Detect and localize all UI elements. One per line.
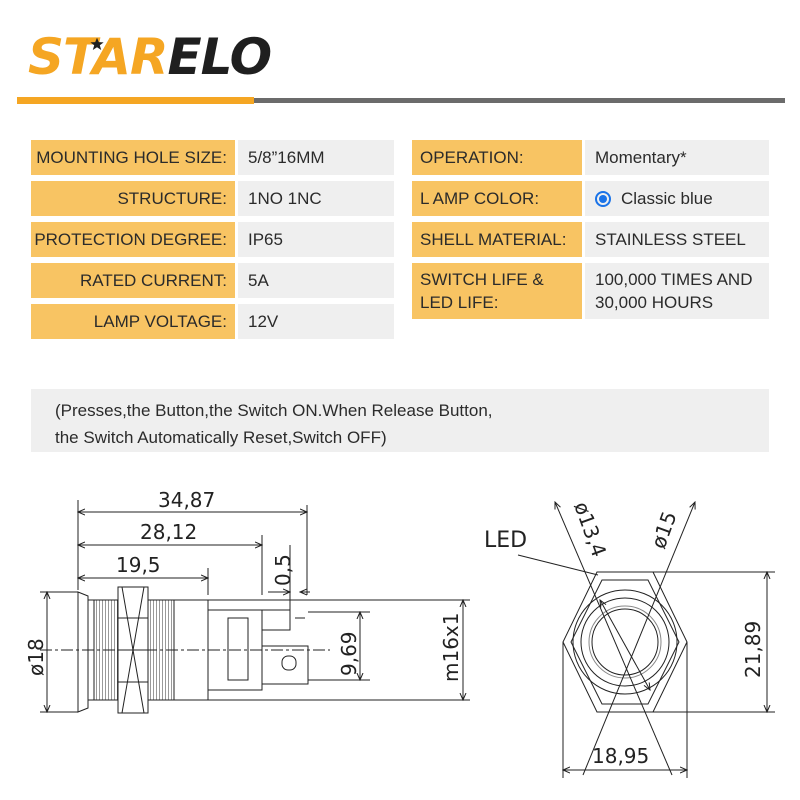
dim-head-diameter: ø18 — [24, 638, 48, 676]
dim-outer-diameter: ø15 — [646, 508, 681, 552]
dim-pin-offset: 0,5 — [271, 554, 295, 586]
dim-thread-length: 19,5 — [116, 553, 161, 577]
spec-value-lamp-color: Classic blue — [585, 181, 769, 216]
spec-label-operation: OPERATION: — [412, 140, 582, 175]
spec-value-lamp-voltage: 12V — [238, 304, 394, 339]
spec-value-protection: IP65 — [238, 222, 394, 257]
operation-note: (Presses,the Button,the Switch ON.When R… — [31, 389, 769, 452]
dim-body-length: 28,12 — [140, 520, 197, 544]
led-label: LED — [484, 528, 527, 553]
logo-star-icon — [90, 37, 104, 50]
spec-label-life: SWITCH LIFE &LED LIFE: — [412, 263, 582, 319]
side-view-drawing: 34,87 28,12 19,5 0,5 9,69 ø18 m16x1 — [24, 488, 470, 714]
logo-text-part1: ST — [28, 28, 93, 86]
dim-total-length: 34,87 — [158, 488, 215, 512]
spec-value-mounting-hole: 5/8”16MM — [238, 140, 394, 175]
logo-text-part2: AR — [92, 28, 168, 86]
header-divider-accent — [17, 97, 254, 104]
brand-logo: STARELO — [28, 22, 272, 92]
spec-value-shell-material: STAINLESS STEEL — [585, 222, 769, 257]
spec-label-mounting-hole: MOUNTING HOLE SIZE: — [31, 140, 235, 175]
front-view-drawing: LED ø13,4 ø15 21,89 18,95 — [484, 499, 775, 778]
spec-value-operation: Momentary* — [585, 140, 769, 175]
spec-value-structure: 1NO 1NC — [238, 181, 394, 216]
spec-label-rated-current: RATED CURRENT: — [31, 263, 235, 298]
spec-label-shell-material: SHELL MATERIAL: — [412, 222, 582, 257]
header-divider — [254, 98, 785, 103]
operation-note-line1: (Presses,the Button,the Switch ON.When R… — [55, 401, 493, 420]
spec-value-rated-current: 5A — [238, 263, 394, 298]
radio-selected-icon — [595, 190, 611, 207]
dim-width: 18,95 — [592, 744, 649, 768]
spec-label-lamp-color: L AMP COLOR: — [412, 181, 582, 216]
dim-height: 21,89 — [741, 621, 765, 678]
dim-terminal-height: 9,69 — [337, 631, 361, 676]
dim-thread-spec: m16x1 — [439, 613, 463, 683]
operation-note-line2: the Switch Automatically Reset,Switch OF… — [55, 428, 387, 447]
spec-label-protection: PROTECTION DEGREE: — [31, 222, 235, 257]
spec-label-lamp-voltage: LAMP VOLTAGE: — [31, 304, 235, 339]
spec-label-structure: STRUCTURE: — [31, 181, 235, 216]
logo-text-part3: ELO — [167, 28, 272, 86]
